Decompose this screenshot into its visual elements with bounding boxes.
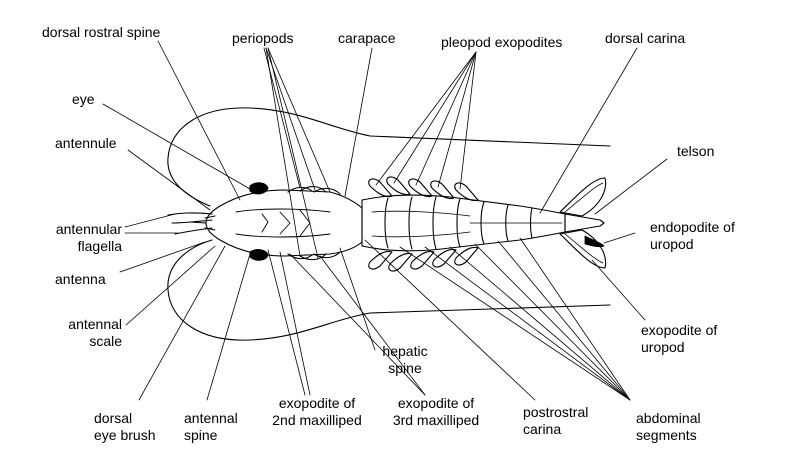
upper-antennal-flagellum xyxy=(167,107,611,207)
label-antennal-spine-line2: spine xyxy=(184,427,218,443)
lower-uropod xyxy=(559,229,607,269)
label-exopodite-3rd-line1: exopodite of xyxy=(397,395,475,411)
abdominal-segment-lines xyxy=(384,196,533,250)
label-dorsal-rostral-spine: dorsal rostral spine xyxy=(42,24,161,40)
label-antennular-flagella-line1: antennular xyxy=(55,221,122,237)
lower-endopodite xyxy=(584,235,605,248)
lower-antennal-flagellum xyxy=(167,239,611,341)
label-telson: telson xyxy=(677,143,715,159)
label-exopodite-2nd-line2: 2nd maxilliped xyxy=(272,412,362,428)
label-endopodite-line1: endopodite of xyxy=(650,219,735,235)
label-antennal-scale-line1: antennal xyxy=(68,316,122,332)
label-antennal-scale: antennal scale xyxy=(40,316,122,350)
label-antenna: antenna xyxy=(55,271,106,287)
label-hepatic-spine: hepatic spine xyxy=(370,343,440,377)
label-exopodite-uropod-line2: uropod xyxy=(641,339,685,355)
label-exopodite-2nd-maxilliped: exopodite of 2nd maxilliped xyxy=(262,395,372,429)
label-abdominal-segments: abdominal segments xyxy=(636,410,701,444)
label-antennal-scale-line2: scale xyxy=(89,333,122,349)
label-hepatic-spine-line2: spine xyxy=(388,360,422,376)
label-antennal-spine-line1: antennal xyxy=(184,410,238,426)
label-antennular-flagella-line2: flagella xyxy=(77,238,122,254)
label-exopodite-3rd-maxilliped: exopodite of 3rd maxilliped xyxy=(381,395,491,429)
periopods xyxy=(287,186,341,261)
label-postrostral-carina-line2: carina xyxy=(523,421,562,437)
label-pleopod-exopodites: pleopod exopodites xyxy=(441,34,563,50)
label-hepatic-spine-line1: hepatic xyxy=(382,343,428,359)
label-eye: eye xyxy=(72,91,95,107)
telson-shape xyxy=(564,213,605,233)
label-postrostral-carina: postrostral carina xyxy=(523,404,588,438)
label-dorsal-carina: dorsal carina xyxy=(605,30,686,46)
label-exopodite-3rd-line2: 3rd maxilliped xyxy=(392,412,480,428)
lower-eye xyxy=(249,249,269,261)
label-periopods: periopods xyxy=(232,30,294,46)
label-abdominal-segments-line2: segments xyxy=(636,427,697,443)
leader-lines xyxy=(102,40,668,401)
label-dorsal-eye-brush-line1: dorsal xyxy=(94,410,133,426)
label-antennal-spine: antennal spine xyxy=(184,410,238,444)
label-exopodite-of-uropod: exopodite of uropod xyxy=(641,322,717,356)
carapace-outline xyxy=(205,189,363,257)
upper-eye xyxy=(249,182,269,195)
label-exopodite-uropod-line1: exopodite of xyxy=(641,322,718,338)
label-endopodite-line2: uropod xyxy=(650,236,694,252)
label-antennule: antennule xyxy=(55,135,117,151)
label-endopodite-of-uropod: endopodite of uropod xyxy=(650,219,735,253)
rostrum xyxy=(189,221,207,224)
label-carapace: carapace xyxy=(338,30,396,46)
label-dorsal-eye-brush: dorsal eye brush xyxy=(94,410,155,444)
label-exopodite-2nd-line1: exopodite of xyxy=(278,395,356,411)
label-antennular-flagella: antennular flagella xyxy=(30,221,122,255)
label-abdominal-segments-line1: abdominal xyxy=(636,410,701,426)
label-dorsal-eye-brush-line2: eye brush xyxy=(94,427,156,443)
pleopod-exopodites xyxy=(368,176,479,272)
label-postrostral-carina-line1: postrostral xyxy=(523,404,589,420)
upper-uropod xyxy=(559,177,607,217)
